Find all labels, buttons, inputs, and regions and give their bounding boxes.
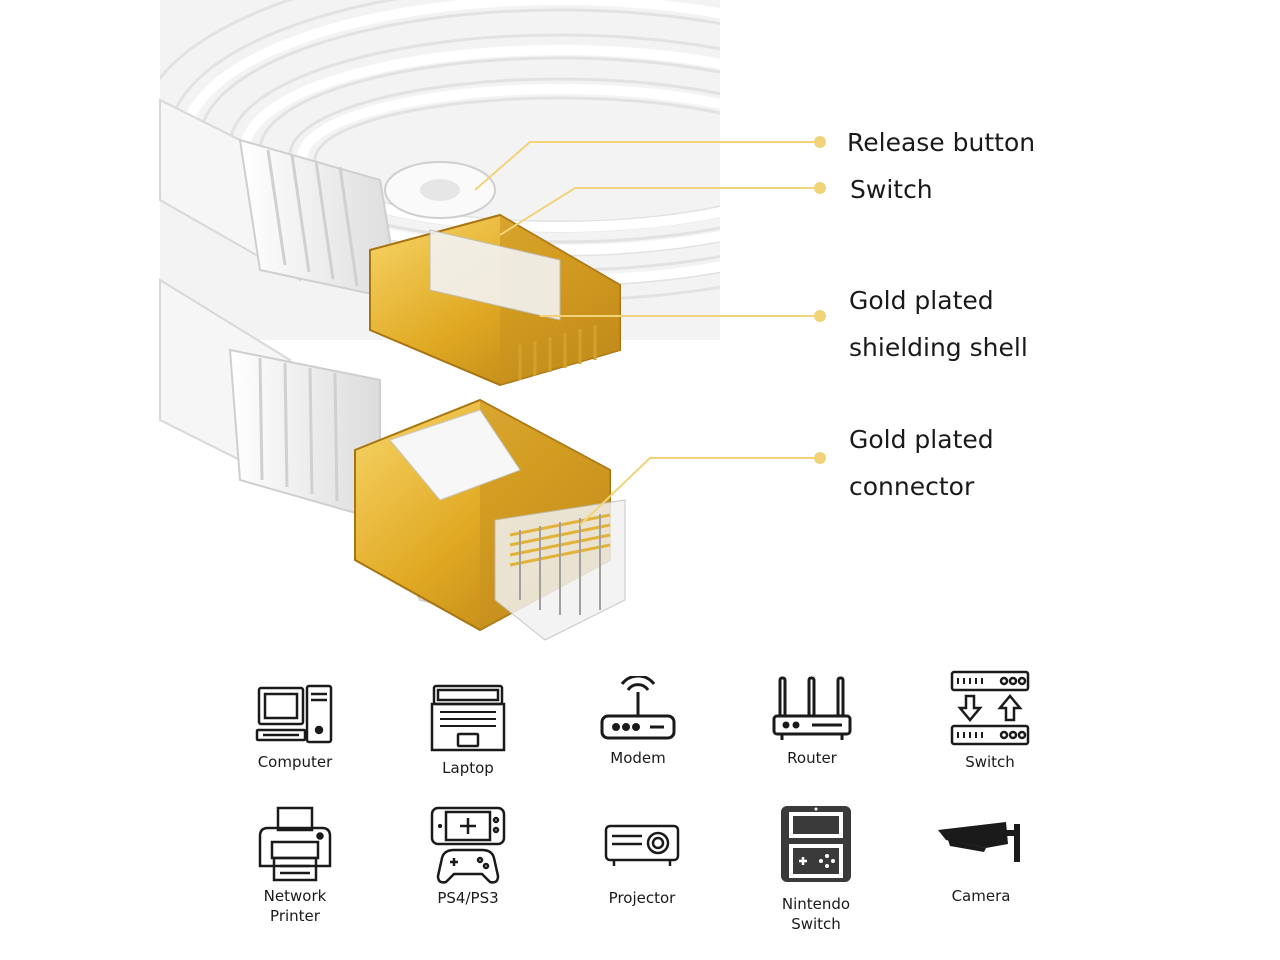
router-icon <box>772 676 852 740</box>
device-label-modem: Modem <box>610 749 666 767</box>
laptop-icon <box>430 684 506 752</box>
device-laptop: Laptop <box>393 684 543 778</box>
callout-connector: Gold plated connector <box>849 425 994 501</box>
device-label-camera: Camera <box>951 887 1011 905</box>
device-router: Router <box>737 676 887 768</box>
printer-icon <box>258 806 332 882</box>
handheld-console-icon <box>781 806 851 882</box>
device-ps4-ps3: PS4/PS3 <box>393 806 543 908</box>
device-network-printer: Network Printer <box>220 806 370 926</box>
device-camera: Camera <box>906 820 1056 906</box>
callout-release-button: Release button <box>847 128 1036 157</box>
device-label-nintendo-switch: Nintendo Switch <box>781 895 851 933</box>
leader-dot-release <box>814 136 826 148</box>
leader-dot-switch <box>814 182 826 194</box>
upper-connector <box>369 213 621 387</box>
device-computer: Computer <box>220 684 370 772</box>
device-label-ps4-ps3: PS4/PS3 <box>437 889 499 907</box>
device-projector: Projector <box>567 820 717 908</box>
leader-dot-connector <box>814 452 826 464</box>
leader-dot-shell <box>814 310 826 322</box>
ethernet-cable-illustration <box>159 0 826 641</box>
game-console-icon <box>430 806 506 884</box>
leader-release-button <box>474 141 820 191</box>
device-label-switch: Switch <box>965 753 1015 771</box>
device-label-laptop: Laptop <box>442 759 494 777</box>
device-label-projector: Projector <box>608 889 676 907</box>
security-camera-icon <box>938 822 1020 862</box>
upper-cable <box>159 98 496 302</box>
network-switch-icon <box>950 670 1030 746</box>
device-nintendo-switch: Nintendo Switch <box>741 804 891 934</box>
device-label-computer: Computer <box>257 753 333 771</box>
device-switch: Switch <box>915 670 1065 772</box>
leader-switch <box>499 187 820 236</box>
leader-connector <box>579 457 820 526</box>
device-modem: Modem <box>563 676 713 768</box>
projector-icon <box>604 824 680 866</box>
callout-shielding-shell: Gold plated shielding shell <box>849 286 1028 362</box>
modem-icon <box>600 676 676 740</box>
callout-leaders <box>474 141 820 526</box>
computer-icon <box>255 684 333 744</box>
device-label-network-printer: Network Printer <box>263 887 327 925</box>
callout-switch: Switch <box>850 175 933 204</box>
device-label-router: Router <box>787 749 837 767</box>
lower-connector <box>354 398 626 641</box>
